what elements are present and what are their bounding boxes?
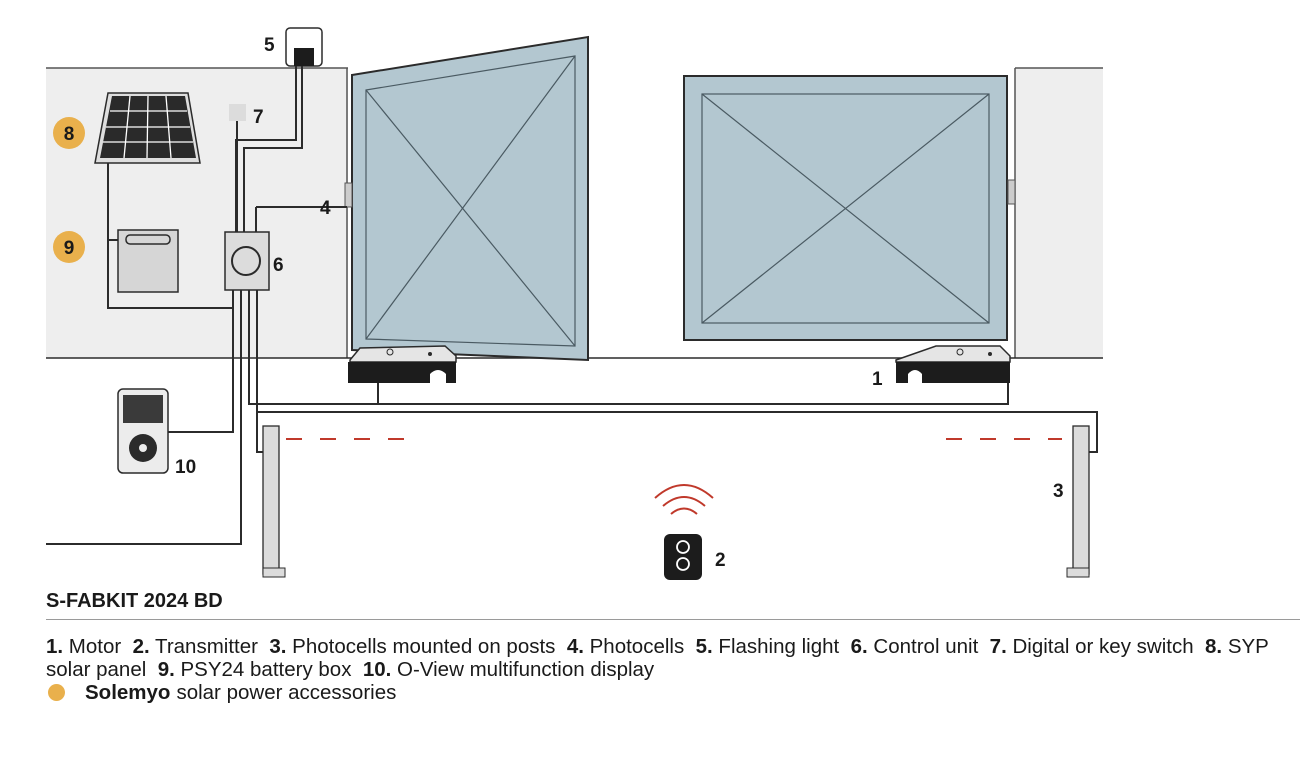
legend: 1. Motor 2. Transmitter 3. Photocells mo… xyxy=(46,635,1286,681)
solar-accessory-dot-icon xyxy=(48,684,65,701)
callout-key-switch: 7 xyxy=(253,107,264,128)
legend-item-number: 8. xyxy=(1205,635,1223,658)
legend-item: 10. O-View multifunction display xyxy=(363,658,654,681)
legend-item-number: 2. xyxy=(132,635,150,658)
legend-item: 8. SYP solar panel xyxy=(46,635,1269,681)
legend-item-label: O-View multifunction display xyxy=(391,658,655,681)
legend-item: 5. Flashing light xyxy=(696,635,840,658)
legend-item-label: Control unit xyxy=(867,635,979,658)
legend-item-label: Motor xyxy=(63,635,122,658)
legend-item-number: 1. xyxy=(46,635,64,658)
legend-item-label: Flashing light xyxy=(712,635,840,658)
callout-solar-panel: 8 xyxy=(64,124,75,145)
legend-item-label: PSY24 battery box xyxy=(174,658,352,681)
legend-item: 2. Transmitter xyxy=(133,635,258,658)
right-wall-photocell xyxy=(1007,179,1016,205)
solar-note: Solemyo solar power accessories xyxy=(46,681,396,704)
legend-item: 3. Photocells mounted on posts xyxy=(269,635,555,658)
left-motor xyxy=(348,345,457,383)
title-divider xyxy=(46,619,1300,620)
legend-item-label: Photocells mounted on posts xyxy=(286,635,556,658)
left-gate-leaf xyxy=(351,35,589,362)
solar-panel-badge xyxy=(53,117,85,149)
callout-control-unit: 6 xyxy=(273,255,284,276)
battery-box-badge xyxy=(53,231,85,263)
legend-item: 1. Motor xyxy=(46,635,121,658)
solar-note-text: solar power accessories xyxy=(176,681,397,704)
wiring xyxy=(46,66,1098,545)
callout-photocell-posts: 3 xyxy=(1053,481,1064,502)
control-unit xyxy=(224,231,270,291)
right-photocell-post xyxy=(1066,425,1090,578)
legend-item: 7. Digital or key switch xyxy=(990,635,1194,658)
solar-panel xyxy=(94,92,201,164)
legend-item-number: 5. xyxy=(695,635,713,658)
oview-display xyxy=(117,388,169,474)
callout-display: 10 xyxy=(175,457,196,478)
legend-item-label: Digital or key switch xyxy=(1006,635,1194,658)
callout-photocells: 4 xyxy=(320,198,331,219)
left-wall xyxy=(46,68,348,358)
right-motor xyxy=(895,345,1011,383)
right-gate-leaf xyxy=(683,75,1008,341)
legend-item: 4. Photocells xyxy=(567,635,684,658)
legend-item-number: 10. xyxy=(362,658,392,681)
solar-brand: Solemyo xyxy=(85,681,171,704)
callout-battery-box: 9 xyxy=(64,238,75,259)
legend-item-number: 6. xyxy=(850,635,868,658)
product-title: S-FABKIT 2024 BD xyxy=(46,590,223,612)
callout-transmitter: 2 xyxy=(715,550,726,571)
legend-item-number: 4. xyxy=(566,635,584,658)
legend-item-number: 3. xyxy=(269,635,287,658)
gate-installation-diagram: 1 2 3 4 5 6 7 10 8 9 xyxy=(46,27,1103,580)
legend-item-label: Photocells xyxy=(583,635,685,658)
legend-item: 6. Control unit xyxy=(851,635,979,658)
flashing-light xyxy=(285,27,323,67)
key-switch xyxy=(229,104,246,121)
right-wall xyxy=(1015,68,1103,358)
legend-item-number: 9. xyxy=(157,658,175,681)
legend-item: 9. PSY24 battery box xyxy=(158,658,352,681)
callout-flashing-light: 5 xyxy=(264,35,275,56)
transmitter xyxy=(664,534,702,580)
legend-item-label: Transmitter xyxy=(149,635,258,658)
battery-box xyxy=(117,229,179,293)
callout-motor: 1 xyxy=(872,369,883,390)
left-wall-photocell xyxy=(344,182,353,208)
signal-waves-icon xyxy=(654,484,714,515)
left-photocell-post xyxy=(262,425,286,578)
legend-item-label: SYP solar panel xyxy=(46,635,1269,681)
legend-item-number: 7. xyxy=(989,635,1007,658)
